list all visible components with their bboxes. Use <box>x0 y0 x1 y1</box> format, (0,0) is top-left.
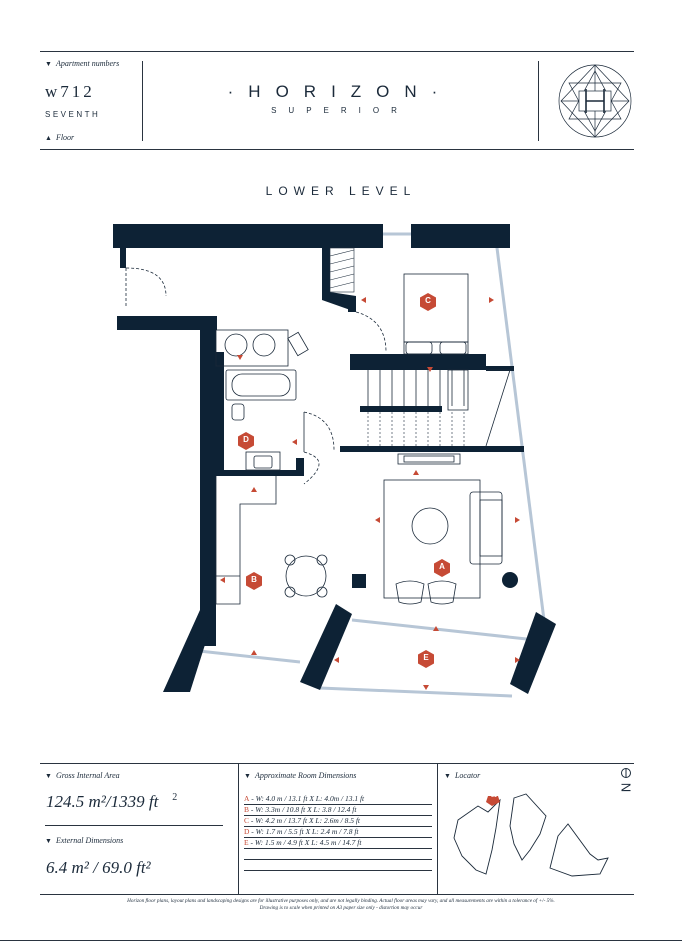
interior-outlines <box>215 273 503 605</box>
dimension-rule <box>244 848 432 849</box>
header-divider-left <box>142 61 143 141</box>
disclaimer: Horizon floor plans, layout plans and la… <box>0 898 682 912</box>
header-top-rule <box>40 51 634 52</box>
dimensions-label: ▼Approximate Room Dimensions <box>244 771 357 780</box>
gia-underline <box>45 825 223 826</box>
footer-divider-1 <box>238 763 239 894</box>
wardrobe-hatch <box>329 247 355 293</box>
staircase-dashed <box>367 412 465 446</box>
triangle-down-icon: ▼ <box>45 837 52 845</box>
dimension-rule <box>244 804 432 805</box>
dimension-row-a: A - W: 4.0 m / 13.1 ft X L: 4.0m / 13.1 … <box>244 794 365 803</box>
room-marker-e-label: E <box>423 653 429 662</box>
floor-name: SEVENTH <box>45 110 101 119</box>
room-marker-c-label: C <box>425 296 431 305</box>
locator-marker-label: 21 <box>491 793 497 799</box>
dimension-rule <box>244 815 432 816</box>
room-marker-a-label: A <box>439 562 445 571</box>
room-marker-e <box>418 650 434 668</box>
dimension-rule <box>244 859 432 860</box>
dimension-rule <box>244 837 432 838</box>
header-divider-right <box>538 61 539 141</box>
walls <box>113 224 556 694</box>
footer-divider-2 <box>437 763 438 894</box>
dimension-row-d: D - W: 1.7 m / 5.5 ft X L: 2.4 m / 7.8 f… <box>244 827 359 836</box>
footer-bottom-rule <box>40 894 634 895</box>
gia-label: ▼Gross Internal Area <box>45 771 120 780</box>
staircase <box>367 369 511 447</box>
brand-name: ·HORIZON· <box>227 82 453 101</box>
glazing-lines <box>189 232 546 698</box>
apartment-numbers-label: ▼Apartment numbers <box>45 59 120 68</box>
north-arrow-icon <box>619 766 633 796</box>
dimension-row-e: E - W: 1.5 m / 4.9 ft X L: 4.5 m / 14.7 … <box>244 838 362 847</box>
triangle-down-icon: ▼ <box>45 772 52 780</box>
dimension-rule <box>244 870 432 871</box>
room-marker-a <box>434 559 450 577</box>
locator-label: ▼Locator <box>444 771 481 780</box>
disclaimer-line-2: Drawing is to scale when printed on A3 p… <box>259 905 423 911</box>
ext-value: 6.4 m² / 69.0 ft² <box>46 858 151 877</box>
room-marker-c <box>420 293 436 311</box>
brand-subtitle: SUPERIOR <box>271 106 409 115</box>
dimension-row-c: C - W: 4.2 m / 13.7 ft X L: 2.6m / 8.5 f… <box>244 816 360 825</box>
level-title: LOWER LEVEL <box>265 184 417 198</box>
dimension-row-b: B - W: 3.3m / 10.8 ft X L: 3.8 / 12.4 ft <box>244 805 357 814</box>
triangle-up-icon: ▲ <box>45 134 52 142</box>
room-marker-d-label: D <box>243 435 249 444</box>
triangle-down-icon: ▼ <box>444 772 451 780</box>
horizon-monogram-logo <box>558 64 632 138</box>
floor-plan <box>113 224 556 698</box>
triangle-down-icon: ▼ <box>244 772 251 780</box>
apartment-number: w712 <box>45 82 95 101</box>
floor-label: ▲Floor <box>45 133 75 142</box>
header-bottom-rule <box>40 149 634 150</box>
triangle-down-icon: ▼ <box>45 60 52 68</box>
gia-superscript: 2 <box>172 792 178 803</box>
disclaimer-line-1: Horizon floor plans, layout plans and la… <box>127 898 555 904</box>
room-marker-b <box>246 572 262 590</box>
door-swings <box>125 267 387 485</box>
locator-map <box>453 793 609 877</box>
room-marker-d <box>238 432 254 450</box>
dimension-rule <box>244 826 432 827</box>
footer-top-rule <box>40 763 634 764</box>
page-bottom-rule <box>0 940 682 941</box>
ext-label: ▼External Dimensions <box>45 836 124 845</box>
room-marker-b-label: B <box>251 575 257 584</box>
